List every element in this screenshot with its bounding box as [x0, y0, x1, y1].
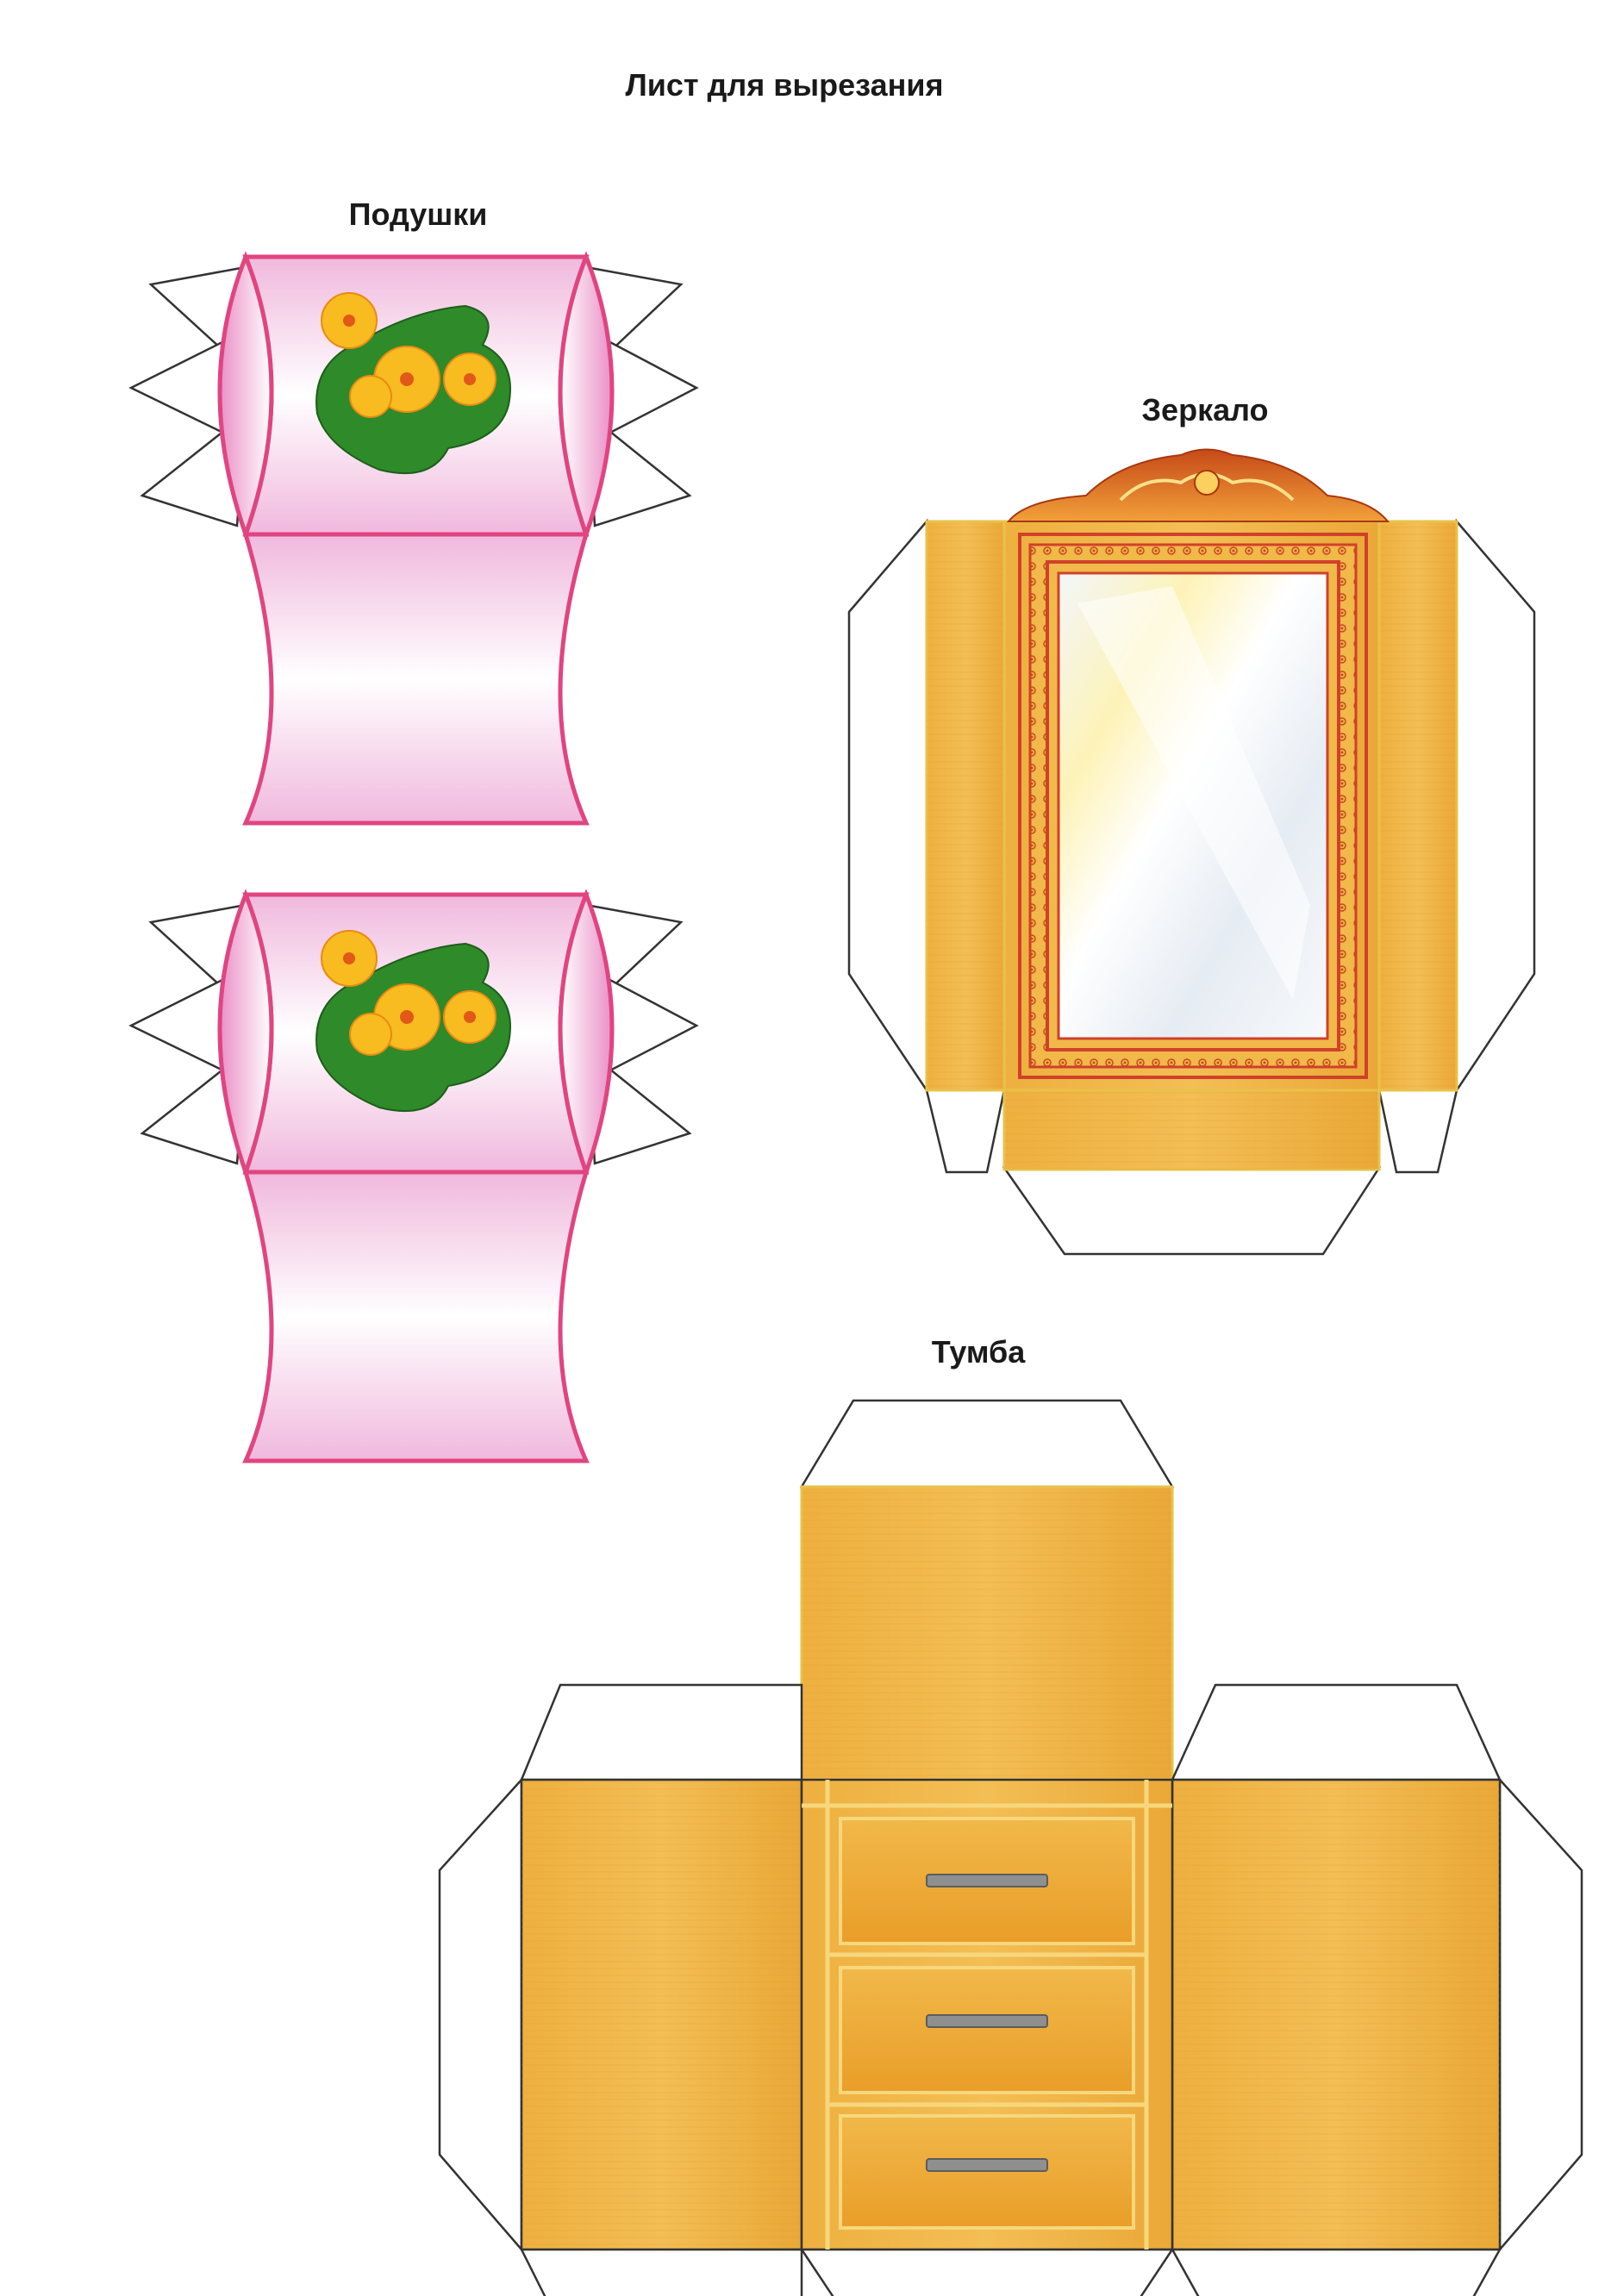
nightstand [438, 1399, 1583, 2296]
page-title: Лист для вырезания [625, 67, 944, 103]
pillow-2 [128, 889, 699, 1463]
mirror [847, 448, 1536, 1256]
drawer-2 [839, 1966, 1135, 2094]
flower-icon [315, 292, 511, 475]
flower-icon [315, 930, 511, 1113]
nightstand-label: Тумба [931, 1334, 1026, 1369]
pillows-label: Подушки [348, 197, 488, 232]
drawer-handle-icon [926, 1874, 1048, 1887]
drawer-handle-icon [926, 2014, 1048, 2028]
drawer-handle-icon [926, 2158, 1048, 2172]
drawer-1 [839, 1817, 1135, 1945]
drawer-3 [839, 2114, 1135, 2230]
mirror-label: Зеркало [1141, 392, 1269, 427]
pillow-1 [128, 251, 699, 826]
